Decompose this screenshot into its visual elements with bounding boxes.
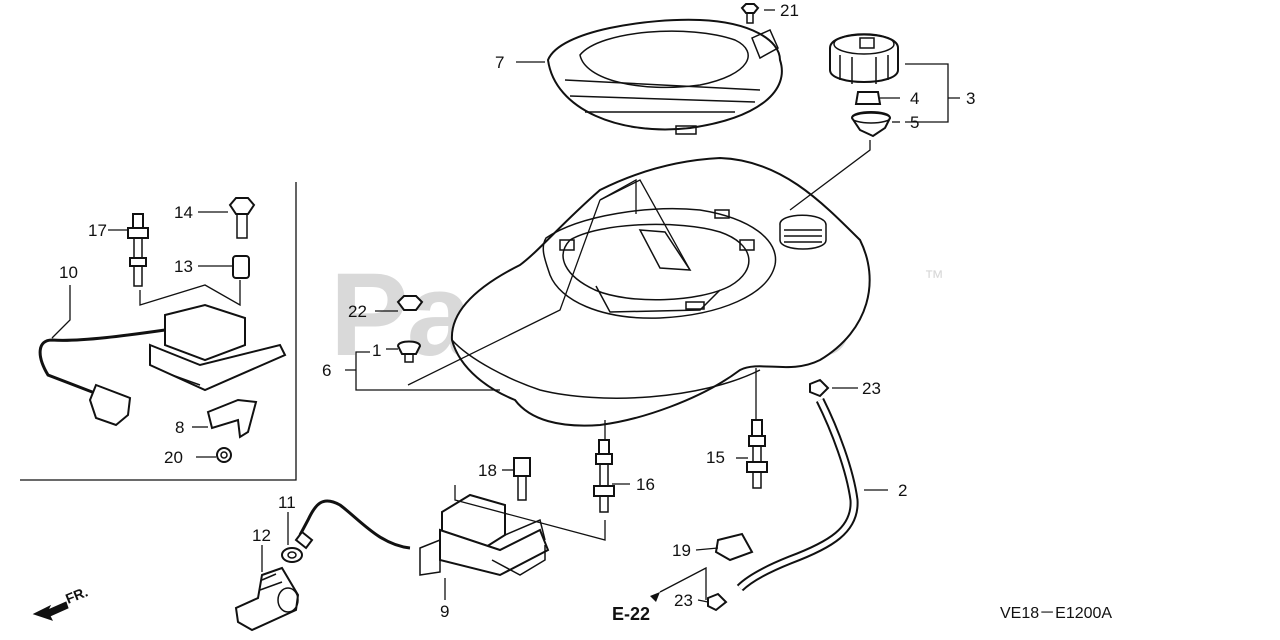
callout-23: 23 bbox=[862, 379, 881, 398]
callout-17: 17 bbox=[88, 221, 107, 240]
stud-bolt-part-15[interactable] bbox=[746, 419, 768, 489]
tube-clamp-part-19[interactable] bbox=[714, 532, 754, 562]
callout-10: 10 bbox=[59, 263, 78, 282]
inset-washer-part-20[interactable] bbox=[216, 447, 232, 463]
fuel-strainer-part[interactable] bbox=[850, 111, 892, 138]
starter-cover-part[interactable] bbox=[546, 18, 783, 135]
plug-cap-part[interactable] bbox=[234, 566, 300, 632]
callout-21: 21 bbox=[780, 1, 799, 20]
inset-frame bbox=[20, 182, 297, 481]
callout-13: 13 bbox=[174, 257, 193, 276]
inset-stud-part-17[interactable] bbox=[127, 213, 149, 287]
callout-19: 19 bbox=[672, 541, 691, 560]
callout-12: 12 bbox=[252, 526, 271, 545]
inset-collar-part-13[interactable] bbox=[232, 255, 250, 279]
stud-bolt-part-16[interactable] bbox=[593, 439, 615, 513]
callout-18: 18 bbox=[478, 461, 497, 480]
front-direction-indicator: FR. bbox=[32, 583, 90, 621]
callout-5: 5 bbox=[910, 113, 919, 132]
leader-lines bbox=[51, 9, 960, 603]
diagram-code: VE18－E1200A bbox=[1000, 605, 1112, 622]
grommet-part[interactable] bbox=[396, 340, 422, 363]
callout-labels: 1 2 3 4 5 6 7 8 9 10 11 12 13 14 15 16 1… bbox=[59, 1, 975, 621]
callout-2: 2 bbox=[898, 481, 907, 500]
ring-part[interactable] bbox=[281, 547, 303, 563]
screw-part-21[interactable] bbox=[740, 3, 760, 24]
fuel-tube-part[interactable] bbox=[736, 397, 859, 592]
inset-ignition-coil-part[interactable] bbox=[38, 303, 287, 427]
callout-4: 4 bbox=[910, 89, 919, 108]
callout-1: 1 bbox=[372, 341, 381, 360]
tube-clip-part-23a[interactable] bbox=[809, 378, 830, 398]
fuel-cap-part[interactable] bbox=[829, 33, 899, 84]
callout-14: 14 bbox=[174, 203, 193, 222]
callout-9: 9 bbox=[440, 602, 449, 621]
watermark-trademark: ™ bbox=[924, 267, 944, 289]
inset-bolt-part-14[interactable] bbox=[228, 197, 256, 239]
callout-20: 20 bbox=[164, 448, 183, 467]
ignition-coil-part[interactable] bbox=[294, 493, 550, 577]
callout-23-lower: 23 bbox=[674, 591, 693, 610]
callout-16: 16 bbox=[636, 475, 655, 494]
callout-22: 22 bbox=[348, 302, 367, 321]
callout-7: 7 bbox=[495, 53, 504, 72]
callout-6: 6 bbox=[322, 361, 331, 380]
tube-clip-part-23b[interactable] bbox=[707, 592, 728, 612]
callout-11: 11 bbox=[278, 493, 296, 512]
callout-15: 15 bbox=[706, 448, 725, 467]
front-arrow-icon bbox=[32, 601, 69, 621]
front-label: FR. bbox=[63, 583, 90, 606]
fuel-cap-seal-part[interactable] bbox=[854, 91, 882, 105]
page-reference[interactable]: E-22 bbox=[612, 604, 650, 624]
bolt-part-18[interactable] bbox=[513, 457, 531, 501]
inset-bracket-part-8[interactable] bbox=[206, 398, 258, 439]
callout-8: 8 bbox=[175, 418, 184, 437]
nut-part[interactable] bbox=[396, 295, 424, 311]
callout-3: 3 bbox=[966, 89, 975, 108]
fan-cover-tank-part[interactable] bbox=[450, 156, 871, 427]
